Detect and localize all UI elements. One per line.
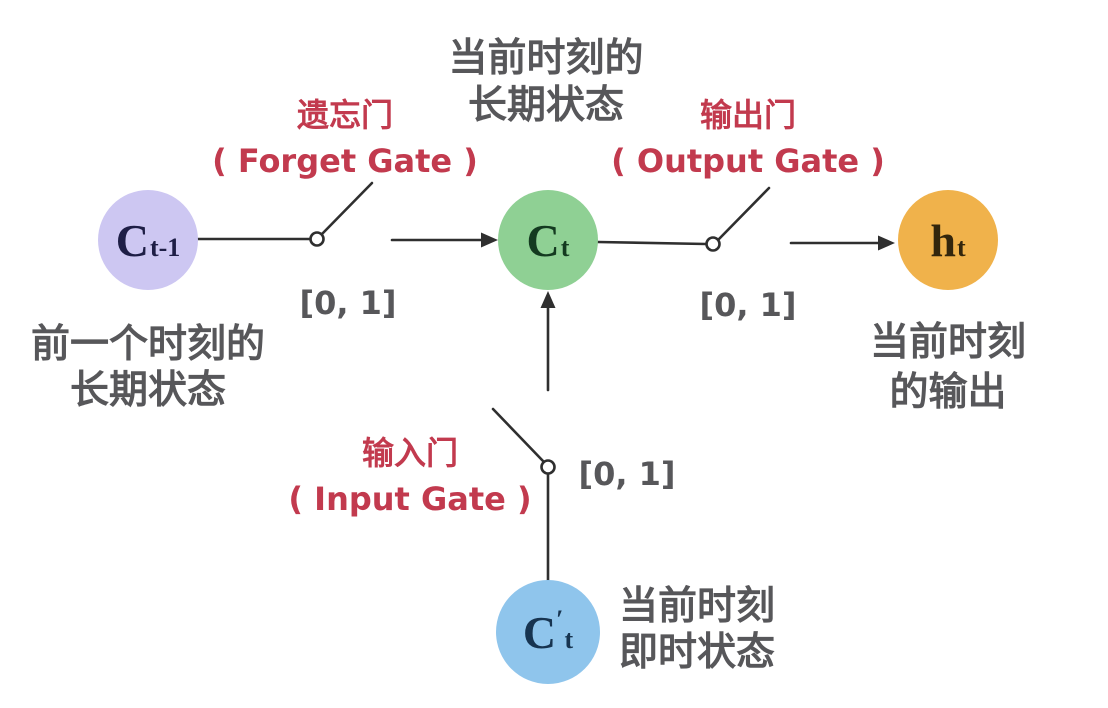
title-line2: 长期状态 (467, 82, 625, 128)
arrowhead-into-ht-icon (878, 235, 895, 251)
forget-gate-range: [0, 1] (299, 284, 397, 322)
node-cand-prime: ′ (556, 605, 564, 634)
input-gate-range: [0, 1] (578, 455, 676, 493)
candidate-caption-line2: 即时状态 (618, 630, 776, 676)
node-cand-subscript: t (564, 625, 574, 654)
output-switch-arm (717, 186, 771, 241)
output-switch-pivot-icon (705, 236, 721, 252)
forget-gate-label: 遗忘门 ( Forget Gate ) (212, 92, 478, 185)
title-line1: 当前时刻的 (448, 36, 644, 81)
forget-switch-pivot-icon (309, 231, 325, 247)
wire-cell-to-output-gate (596, 240, 708, 246)
output-gate-range: [0, 1] (699, 286, 797, 324)
forget-gate-label-cn: 遗忘门 (296, 96, 394, 134)
output-gate-label-en: ( Output Gate ) (611, 142, 885, 181)
input-gate-label-en: ( Input Gate ) (288, 480, 532, 519)
prev-cell-caption-line1: 前一个时刻的 (30, 322, 266, 367)
node-prev-subscript: t-1 (149, 233, 181, 262)
input-gate-label-cn: 输入门 (361, 434, 459, 472)
candidate-caption-line1: 当前时刻 (618, 584, 776, 629)
output-gate-label-cn: 输出门 (699, 96, 797, 134)
prev-cell-caption: 前一个时刻的 长期状态 (31, 322, 265, 414)
node-candidate-state: C′t (496, 580, 600, 684)
input-gate-label: 输入门 ( Input Gate ) (288, 430, 531, 523)
output-caption-line2: 的输出 (889, 369, 1007, 415)
node-prev-symbol: C (115, 214, 149, 266)
node-cand-symbol: C (522, 606, 557, 658)
node-out-symbol: h (930, 214, 956, 266)
forget-gate-label-en: ( Forget Gate ) (212, 142, 478, 181)
forget-switch-arm (320, 181, 374, 236)
node-cell-symbol: C (526, 214, 560, 266)
output-gate-label: 输出门 ( Output Gate ) (611, 92, 885, 185)
arrowhead-up-into-cell-icon (540, 291, 556, 308)
input-switch-pivot-icon (540, 459, 556, 475)
diagram-title: 当前时刻的 长期状态 (448, 36, 643, 130)
candidate-caption: 当前时刻 即时状态 (619, 584, 775, 676)
prev-cell-caption-line2: 长期状态 (69, 368, 227, 414)
arrowhead-into-cell-icon (481, 232, 498, 248)
node-cell-subscript: t (560, 233, 570, 262)
input-switch-arm (491, 407, 545, 463)
output-caption-line1: 当前时刻 (869, 320, 1027, 365)
output-caption: 当前时刻 的输出 (870, 318, 1026, 418)
node-out-subscript: t (956, 233, 966, 262)
